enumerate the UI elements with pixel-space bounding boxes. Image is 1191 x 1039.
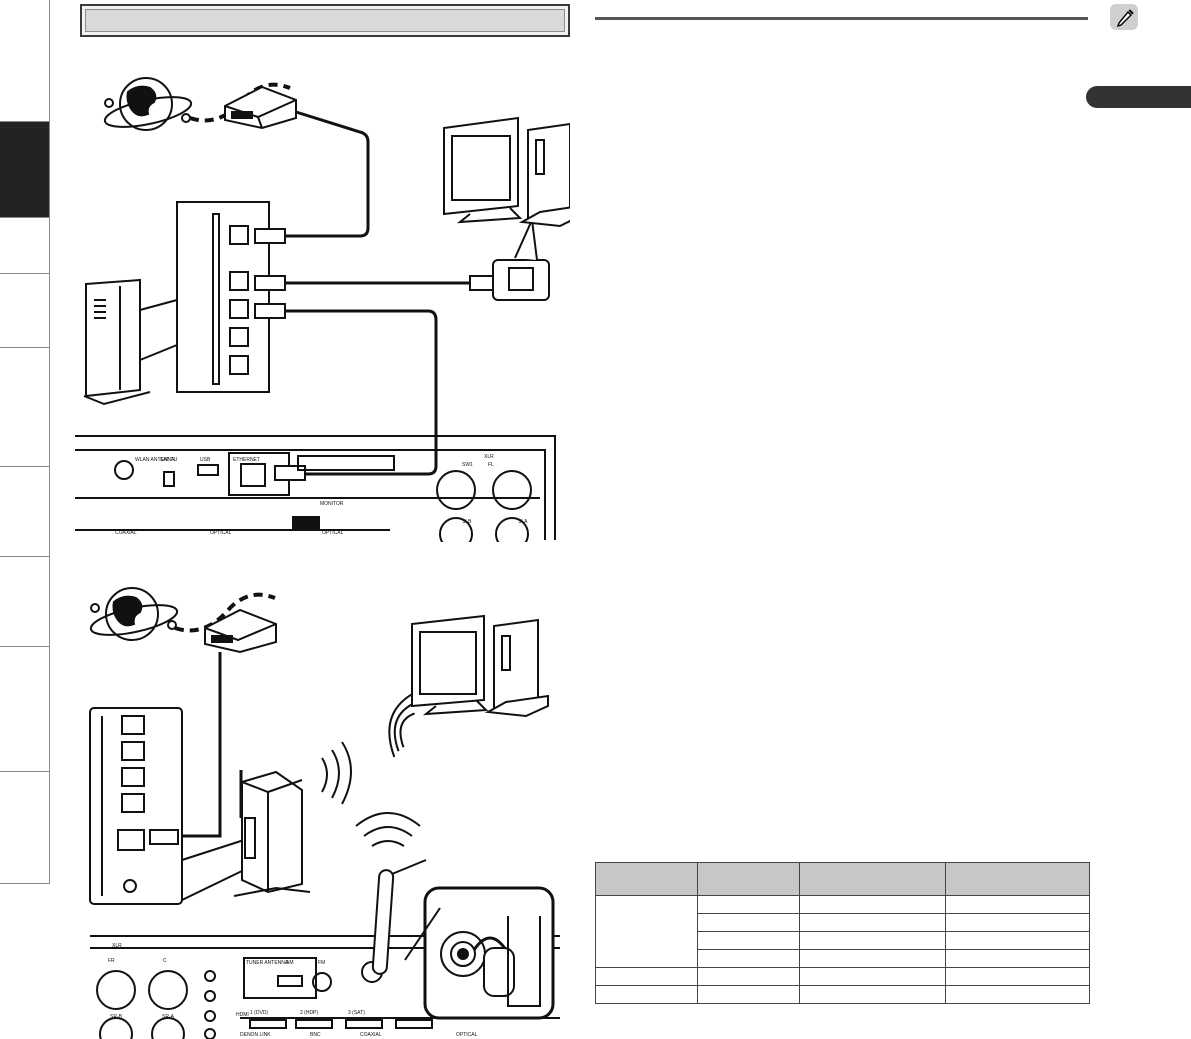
side-tab-6[interactable]	[0, 467, 49, 557]
label-bnc: BNC	[310, 1032, 321, 1038]
table-cell	[697, 967, 800, 986]
table-cell	[799, 913, 946, 932]
table-row	[596, 949, 1090, 968]
table-cell	[945, 949, 1090, 968]
wired-connection-diagram: WLAN ANTENNA SAT TU USB ETHERNET XLR FL …	[75, 77, 570, 542]
side-tab-4[interactable]	[0, 274, 49, 348]
table-cell	[595, 985, 698, 1004]
table-row	[595, 985, 1090, 1004]
table-header-cell	[697, 862, 800, 896]
label-fr: FR	[108, 958, 115, 964]
table-cell	[799, 967, 946, 986]
label-am: AM	[286, 960, 294, 966]
table-cell	[945, 985, 1090, 1004]
table-header-row	[595, 862, 1090, 896]
language-tab[interactable]	[1086, 86, 1191, 108]
label-sat-tu: SAT TU	[160, 457, 178, 463]
label-xlr: XLR	[112, 943, 122, 949]
table-cell	[945, 967, 1090, 986]
side-tab-2[interactable]	[0, 122, 49, 218]
table-cell	[799, 931, 946, 950]
table-header-cell	[595, 862, 698, 896]
label-optical: OPTICAL	[210, 530, 232, 536]
label-ethernet: ETHERNET	[233, 457, 260, 463]
table-cell	[697, 931, 800, 950]
label-fl: FL	[488, 462, 494, 468]
table-cell	[945, 895, 1090, 914]
router-tower-icon	[83, 278, 178, 406]
label-fm: FM	[318, 960, 325, 966]
label-optical-2: OPTICAL	[322, 530, 344, 536]
label-usb: USB	[200, 457, 211, 463]
label-hdp: 2 (HDP)	[300, 1010, 318, 1016]
label-monitor: MONITOR	[320, 501, 344, 507]
table-cell	[945, 913, 1090, 932]
label-sla: SLA	[518, 519, 528, 525]
table-cell	[595, 895, 698, 968]
label-sr-a: SR-A	[162, 1014, 175, 1020]
label-coaxial: COAXIAL	[115, 530, 137, 536]
table-row	[595, 895, 1090, 968]
computer-icon	[443, 116, 570, 228]
side-tab-5[interactable]	[0, 348, 49, 467]
table-header-cell	[945, 862, 1090, 896]
table-cell	[697, 895, 800, 914]
label-optical: OPTICAL	[456, 1032, 478, 1038]
wlan-antenna-icon	[371, 859, 427, 975]
table-cell	[697, 913, 800, 932]
label-hdmi: HDMI	[236, 1012, 249, 1018]
internet-globe-icon	[103, 77, 193, 131]
side-tab-7[interactable]	[0, 557, 49, 647]
label-tuner-antenna: TUNER ANTENNA	[246, 960, 289, 966]
label-denon-link: DENON LINK	[240, 1032, 271, 1038]
label-slb: SLB	[462, 519, 472, 525]
label-wlan-antenna: WLAN ANTENNA	[135, 457, 175, 463]
side-tab-1[interactable]	[0, 0, 49, 122]
label-c: C	[163, 958, 167, 964]
modem-icon	[204, 608, 277, 654]
side-tab-8[interactable]	[0, 647, 49, 772]
label-dvd: 1 (DVD)	[250, 1010, 268, 1016]
table-cell	[595, 967, 698, 986]
receiver-rear-panel	[75, 435, 556, 542]
table-row	[595, 967, 1090, 986]
section-title-box	[80, 4, 570, 37]
label-sat: 3 (SAT)	[348, 1010, 365, 1016]
label-coaxial: COAXIAL	[360, 1032, 382, 1038]
label-sr-b: SR-B	[110, 1014, 123, 1020]
table-cell	[697, 985, 800, 1004]
table-cell	[799, 895, 946, 914]
table-row	[596, 913, 1090, 932]
label-xlr: XLR	[484, 454, 494, 460]
side-navigation	[0, 0, 50, 884]
table-cell	[697, 949, 800, 968]
modem-icon	[224, 85, 297, 130]
table-header-cell	[799, 862, 946, 896]
side-tab-9[interactable]	[0, 772, 49, 884]
table-cell	[945, 931, 1090, 950]
computer-icon	[411, 614, 549, 718]
router-icon	[176, 201, 270, 393]
pencil-note-icon	[1110, 4, 1138, 30]
side-tab-3[interactable]	[0, 218, 49, 274]
spec-table	[595, 862, 1090, 1004]
wireless-connection-diagram: XLR FR C TUNER ANTENNA AM FM SR-B SR-A H…	[89, 587, 560, 1039]
internet-globe-icon	[89, 587, 179, 641]
heading-rule	[595, 17, 1088, 20]
table-cell	[799, 985, 946, 1004]
table-cell	[799, 949, 946, 968]
wireless-router-icon	[233, 770, 311, 897]
label-sw1: SW1	[462, 462, 473, 468]
